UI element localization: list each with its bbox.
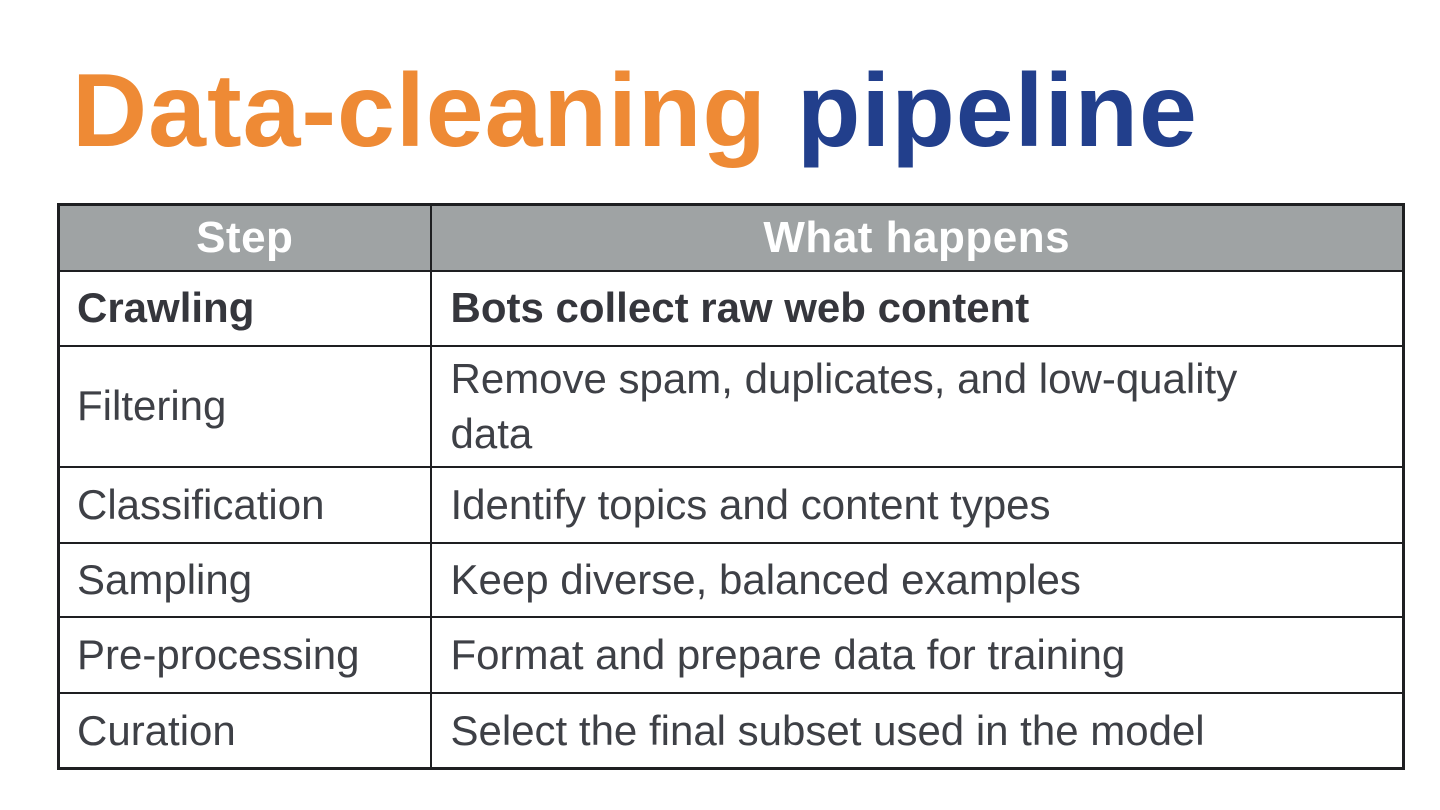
step-cell: Pre-processing [57,615,432,694]
what-happens-cell: Remove spam, duplicates, and low-quality… [429,344,1405,468]
table-header-row: Step What happens [57,203,1405,272]
table-body: Crawling Bots collect raw web content Fi… [57,269,1405,770]
page-title-rest: pipeline [796,53,1198,169]
table-row-crawling: Crawling Bots collect raw web content [57,269,1405,347]
step-cell: Sampling [57,541,432,618]
step-cell: Curation [57,691,432,770]
table-row-classification: Classification Identify topics and conte… [57,465,1405,544]
column-header-what-happens: What happens [429,203,1405,272]
table-row-curation: Curation Select the final subset used in… [57,691,1405,770]
what-happens-cell: Identify topics and content types [429,465,1405,544]
pipeline-table: Step What happens Crawling Bots collect … [57,203,1405,770]
what-happens-cell: Format and prepare data for training [429,615,1405,694]
table-row-filtering: Filtering Remove spam, duplicates, and l… [57,344,1405,468]
page-title-space [767,53,797,169]
table-row-pre-processing: Pre-processing Format and prepare data f… [57,615,1405,694]
step-cell: Filtering [57,344,432,468]
what-happens-cell: Select the final subset used in the mode… [429,691,1405,770]
step-cell: Classification [57,465,432,544]
column-header-step: Step [57,203,432,272]
what-happens-cell: Keep diverse, balanced examples [429,541,1405,618]
table-header: Step What happens [57,203,1405,272]
step-cell: Crawling [57,269,432,347]
table-row-sampling: Sampling Keep diverse, balanced examples [57,541,1405,618]
what-happens-cell: Bots collect raw web content [429,269,1405,347]
page-title-highlight: Data-cleaning [72,53,767,169]
page-title: Data-cleaning pipeline [72,52,1198,172]
